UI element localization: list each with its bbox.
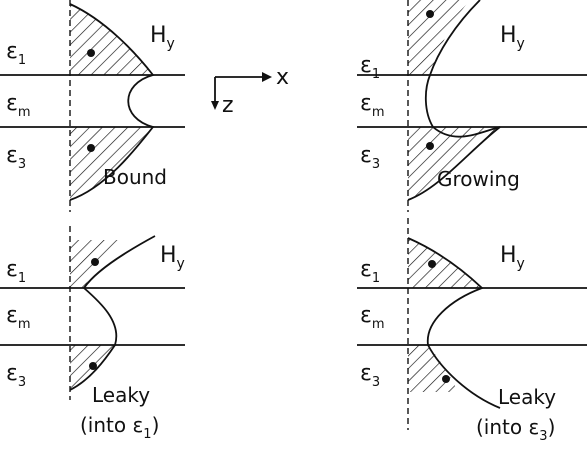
field-label: Hy	[500, 243, 525, 272]
caption-line-1: Leaky	[498, 385, 556, 409]
hatched-field-region-top	[408, 238, 482, 288]
layer-label-m: εm	[6, 91, 31, 120]
field-profile-curve	[407, 0, 501, 201]
x-arrowhead	[262, 72, 272, 82]
field-marker-bottom	[87, 144, 95, 152]
caption: Bound	[103, 165, 167, 189]
field-marker-bottom	[426, 142, 434, 150]
layer-label-1: ε1	[6, 257, 26, 286]
field-marker-top	[91, 258, 99, 266]
field-profile-curve	[69, 235, 156, 391]
field-label: Hy	[160, 243, 185, 272]
layer-label-1: ε1	[360, 53, 380, 82]
field-profile-curve	[69, 3, 155, 201]
panel-growing: ε1 εm ε3 Hy Growing	[357, 0, 587, 212]
field-marker-bottom	[442, 375, 450, 383]
coordinate-axes: x z	[211, 65, 289, 118]
field-profile-curve	[407, 237, 501, 409]
layer-label-m: εm	[360, 91, 385, 120]
field-label: Hy	[500, 23, 525, 52]
hatched-field-region-top	[70, 4, 153, 75]
caption-line-2: (into ε1)	[80, 413, 159, 442]
layer-label-3: ε3	[360, 361, 380, 390]
caption: Growing	[437, 167, 520, 191]
field-marker-top	[87, 49, 95, 57]
layer-label-3: ε3	[360, 143, 380, 172]
hatched-field-region-top	[408, 0, 470, 75]
z-arrowhead	[211, 101, 219, 110]
panel-leaky-into-1: ε1 εm ε3 Hy Leaky (into ε1)	[0, 226, 185, 442]
caption-line-2: (into ε3)	[476, 415, 555, 444]
caption-line-1: Leaky	[92, 383, 150, 407]
hatched-field-region-bottom	[70, 127, 153, 200]
layer-label-3: ε3	[6, 143, 26, 172]
z-axis-label: z	[222, 93, 234, 118]
layer-label-1: ε1	[6, 39, 26, 68]
layer-label-m: εm	[360, 303, 385, 332]
field-marker-top	[426, 10, 434, 18]
panel-leaky-into-3: ε1 εm ε3 Hy Leaky (into ε3)	[357, 218, 587, 444]
panel-bound: ε1 εm ε3 Hy Bound	[0, 0, 185, 212]
field-marker-top	[428, 260, 436, 268]
x-axis-label: x	[276, 65, 289, 90]
field-label: Hy	[150, 23, 175, 52]
layer-label-1: ε1	[360, 257, 380, 286]
field-marker-bottom	[89, 362, 97, 370]
layer-label-m: εm	[6, 303, 31, 332]
layer-label-3: ε3	[6, 361, 26, 390]
